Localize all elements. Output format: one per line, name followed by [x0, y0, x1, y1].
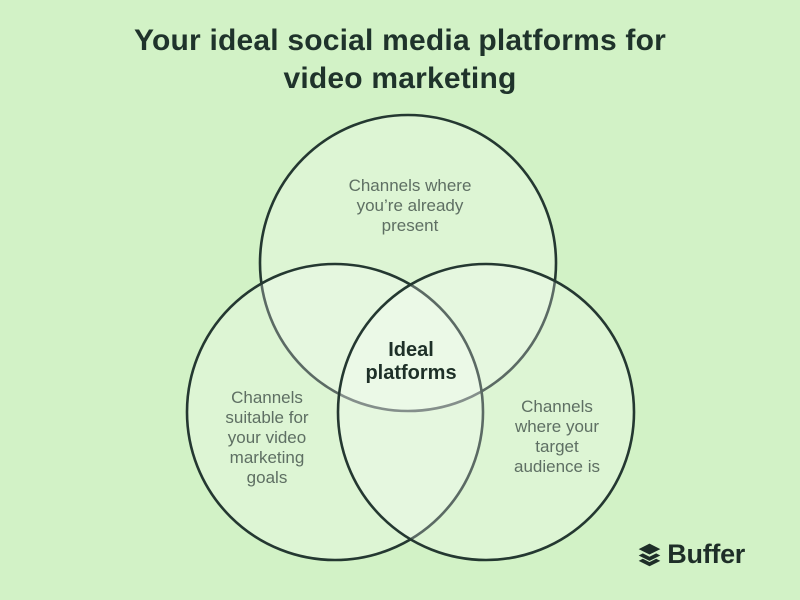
venn-label-bottom-left-circle: Channels suitable for your video marketi… — [225, 388, 308, 488]
label-line: present — [381, 216, 439, 235]
buffer-logo-text: Buffer — [667, 539, 745, 569]
label-line: marketing — [229, 448, 305, 467]
page-title-line-1: Your ideal social media platforms for — [134, 24, 666, 57]
label-line: your video — [227, 428, 307, 447]
venn-circle-bottom-right — [336, 262, 636, 562]
label-line: where your — [514, 417, 600, 436]
label-line: Channels — [231, 388, 303, 407]
intersection-line-1: Ideal — [388, 339, 434, 361]
venn-circle-top — [258, 113, 558, 413]
label-line: you’re already — [356, 196, 464, 215]
venn-label-top-circle: Channels where you’re already present — [349, 176, 472, 236]
venn-label-bottom-right-circle: Channels where your target audience is — [514, 397, 600, 477]
page-title: Your ideal social media platforms for vi… — [0, 22, 800, 98]
intersection-line-2: platforms — [365, 362, 457, 384]
label-line: Channels — [521, 397, 593, 416]
buffer-layers-icon — [638, 543, 661, 567]
venn-circle-bottom-left — [185, 262, 485, 562]
label-line: audience is — [513, 457, 601, 476]
label-line: suitable for — [225, 408, 309, 427]
venn-label-intersection: Ideal platforms — [365, 339, 456, 385]
page-title-line-2: video marketing — [283, 62, 517, 95]
label-line: Channels where — [348, 176, 472, 195]
label-line: goals — [246, 468, 288, 487]
buffer-logo: Buffer — [637, 539, 745, 570]
label-line: target — [535, 437, 579, 456]
